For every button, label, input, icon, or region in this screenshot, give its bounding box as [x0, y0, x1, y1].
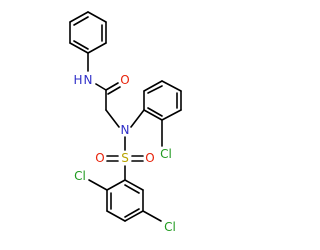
atom-cl-aniline: Cl — [160, 147, 172, 161]
atom-h-amide: H — [73, 73, 82, 87]
atom-o-sulfonyl-right: O — [145, 151, 154, 165]
atom-cl-ring-2: Cl — [74, 169, 86, 183]
molecule-structure: N H O N S O O Cl Cl Cl — [69, 11, 182, 234]
chlorophenyl-ring-right — [130, 80, 182, 147]
atom-o-carbonyl: O — [120, 73, 129, 87]
atom-n-sulfonamide: N — [121, 123, 130, 137]
dichlorophenyl-ring-bottom — [88, 179, 162, 222]
atom-n-amide: N — [84, 73, 93, 87]
atom-o-sulfonyl-left: O — [95, 151, 104, 165]
bond-carbonyl-o-2 — [107, 86, 121, 95]
bond-nh-carbonyl — [95, 83, 107, 91]
atom-s: S — [121, 151, 129, 165]
phenyl-ring-top — [69, 11, 107, 54]
bond-carbonyl-o — [105, 82, 119, 91]
bond-ch2-n — [105, 109, 120, 128]
atom-cl-ring-5: Cl — [164, 220, 176, 234]
